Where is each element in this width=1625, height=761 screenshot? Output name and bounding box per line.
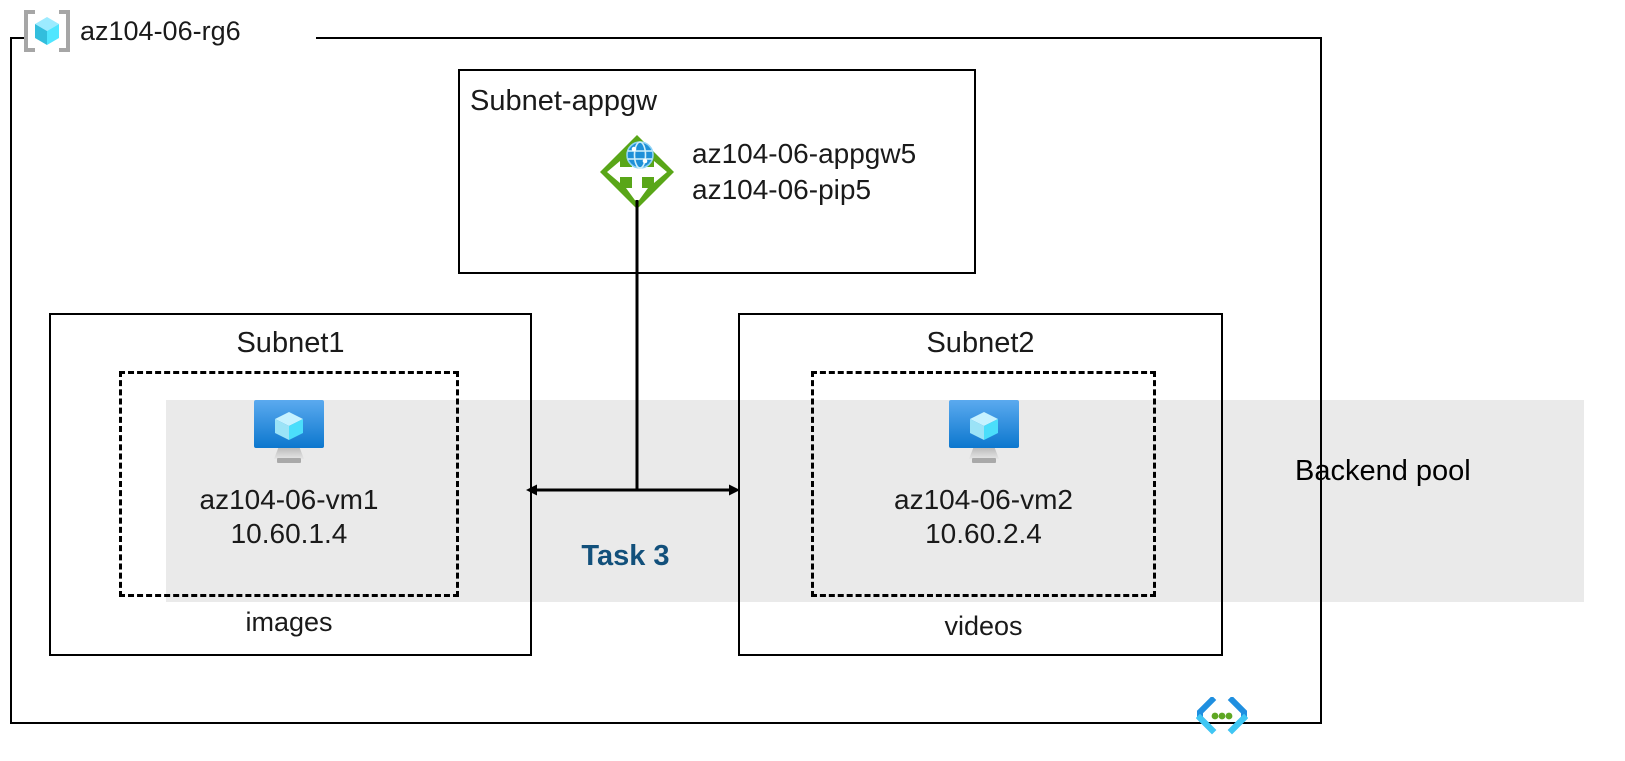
virtual-machine-icon (948, 400, 1019, 463)
resource-group-icon (24, 8, 70, 54)
resource-group-name: az104-06-rg6 (80, 15, 241, 46)
subnet2-path-tag: videos (944, 611, 1023, 641)
appgw-public-ip-name: az104-06-pip5 (692, 174, 872, 206)
subnet1-path-tag: images (245, 607, 333, 637)
resource-group-box (10, 37, 1322, 724)
subnet1-vm-ip: 10.60.1.4 (230, 518, 348, 550)
subnet2-vm-name: az104-06-vm2 (894, 484, 1073, 515)
subnet2-title: Subnet2 (926, 327, 1035, 359)
subnet-appgw-title: Subnet-appgw (470, 85, 658, 117)
subnet1-vm-name: az104-06-vm1 (199, 484, 379, 515)
code-brackets-icon (1196, 697, 1248, 735)
subnet1-vm-dashed-container (119, 371, 459, 597)
virtual-machine-icon (254, 400, 324, 463)
subnet1-title: Subnet1 (236, 327, 345, 359)
subnet2-vm-dashed-container (811, 371, 1156, 597)
bracket-left-icon (24, 10, 35, 52)
subnet1-vm-node: az104-06-vm1 10.60.1.4 (119, 398, 459, 551)
backend-pool-label: Backend pool (1295, 455, 1471, 487)
cube-glyph-icon (35, 17, 59, 45)
subnet2-vm-node: az104-06-vm2 10.60.2.4 (811, 398, 1156, 551)
subnet-appgw-box (458, 69, 976, 274)
subnet2-vm-ip: 10.60.2.4 (925, 518, 1042, 550)
application-gateway-node: az104-06-appgw5 az104-06-pip5 (598, 133, 916, 211)
task3-label: Task 3 (581, 540, 670, 572)
application-gateway-labels: az104-06-appgw5 az104-06-pip5 (692, 133, 916, 209)
appgw-resource-name: az104-06-appgw5 (692, 138, 917, 169)
resource-group-header: az104-06-rg6 (24, 8, 241, 54)
resource-group-label-mask (24, 20, 316, 56)
bracket-right-icon (59, 10, 70, 52)
backend-pool-band (166, 400, 1584, 602)
application-gateway-icon (600, 135, 674, 209)
